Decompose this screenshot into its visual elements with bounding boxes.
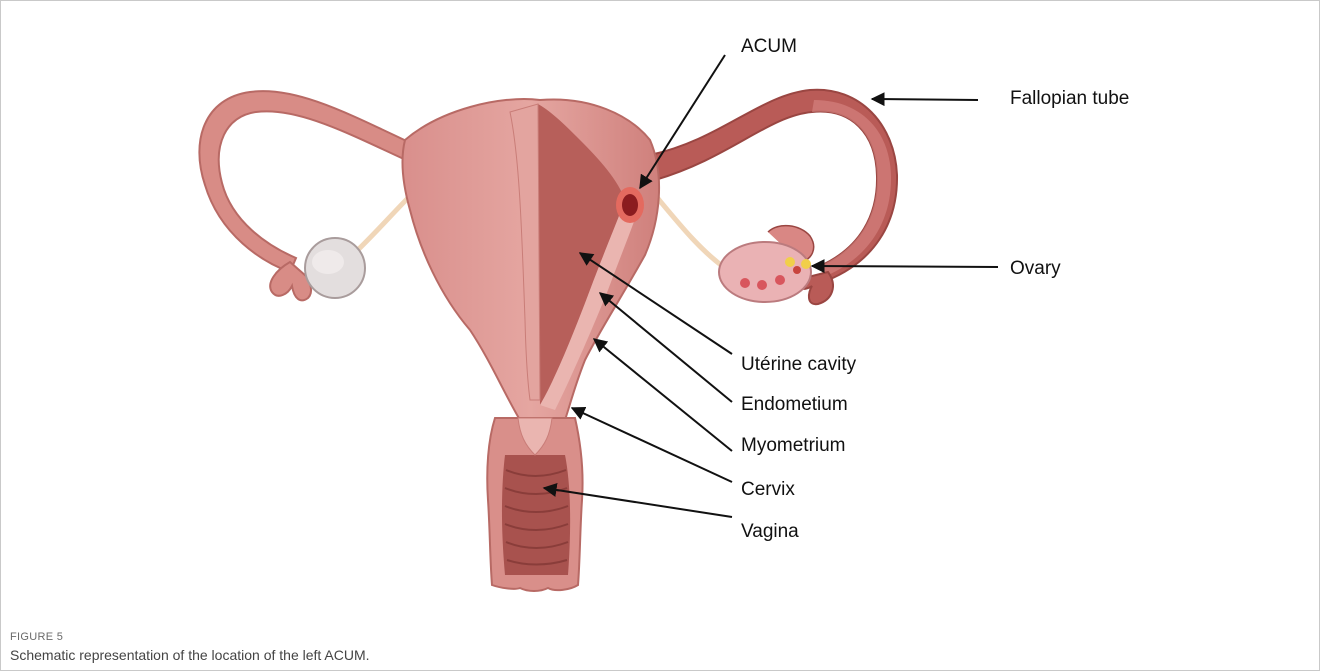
label-endometrium: Endometium: [741, 394, 848, 415]
right-ovarian-ligament: [655, 195, 725, 268]
label-uterine-cavity: Utérine cavity: [741, 354, 857, 375]
label-acum: ACUM: [741, 36, 797, 57]
arrow-ovary: [812, 266, 998, 267]
caption-text: Schematic representation of the location…: [10, 647, 370, 663]
label-ovary: Ovary: [1010, 258, 1061, 279]
label-fallopian-tube: Fallopian tube: [1010, 88, 1129, 109]
label-cervix: Cervix: [741, 479, 795, 500]
label-vagina: Vagina: [741, 521, 799, 542]
caption-figure-number: FIGURE 5: [10, 631, 63, 643]
label-myometrium: Myometrium: [741, 435, 846, 456]
arrow-cervix: [572, 408, 732, 482]
arrow-myometrium: [594, 339, 732, 451]
arrow-fallopian-tube: [872, 99, 978, 100]
